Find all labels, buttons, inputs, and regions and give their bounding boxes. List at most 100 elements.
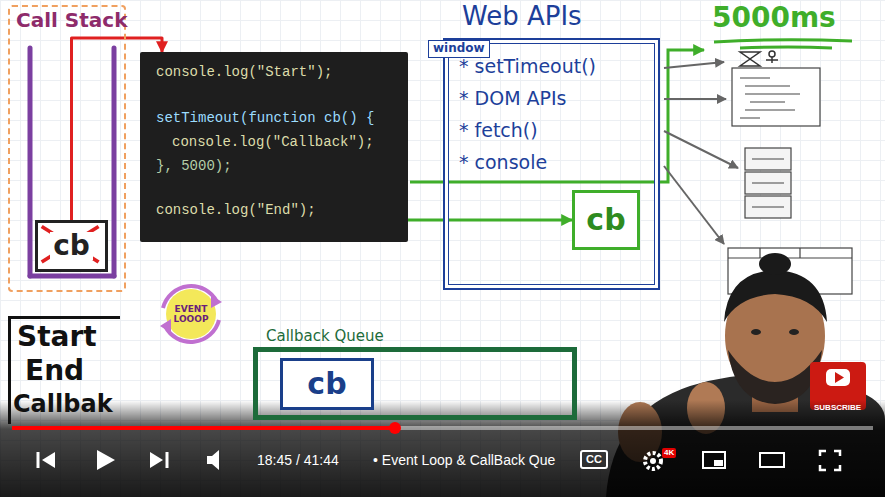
register-arrow xyxy=(408,219,572,222)
timer-duration: 5000ms xyxy=(712,2,836,34)
api-item: * DOM APIs xyxy=(459,88,567,110)
output-line-slot: Callbak xyxy=(13,391,113,419)
frame-label: cb xyxy=(50,232,93,260)
theater-icon xyxy=(760,453,784,467)
code-line-slot: console.log("End"); xyxy=(156,200,316,218)
underline-stroke xyxy=(714,40,852,42)
scribble xyxy=(740,78,800,118)
event-loop-circle: EVENT LOOOP xyxy=(155,278,227,350)
hair-bun xyxy=(759,253,791,275)
stack-frame: cb xyxy=(35,220,108,272)
code-line-slot: console.log("Start"); xyxy=(156,62,332,80)
underline-stroke xyxy=(740,47,832,48)
api-leaders xyxy=(664,62,738,244)
api-item-slot: * DOM APIs xyxy=(459,88,567,110)
server-sketch xyxy=(745,148,791,218)
chapter-title: • Event Loop & CallBack Que xyxy=(373,452,555,468)
api-item: * console xyxy=(459,152,547,174)
api-item: * setTimeout() xyxy=(459,56,596,78)
code-line-slot: setTimeout(function cb() { xyxy=(156,108,374,126)
progress-played xyxy=(12,426,395,430)
prev-icon xyxy=(42,452,55,468)
strike-line xyxy=(42,227,99,262)
queue-title-slot: Callback Queue xyxy=(266,327,384,345)
output-line: Callbak xyxy=(13,391,113,419)
code-page-sketch xyxy=(732,68,820,126)
play-icon xyxy=(97,450,115,470)
subscribe-label: SUBSCRIBE xyxy=(814,403,861,412)
callback-label-slot: cb xyxy=(575,193,637,247)
timer-figure xyxy=(740,51,778,66)
control-shade xyxy=(0,400,885,497)
api-item-slot: * console xyxy=(459,152,547,174)
stack-floor xyxy=(30,274,114,279)
prev-icon xyxy=(37,452,40,468)
captions-button: CC xyxy=(580,450,608,469)
queued-callback-box: cb xyxy=(280,358,374,410)
callback-label-slot: cb xyxy=(283,361,371,407)
loop-disc xyxy=(166,289,216,339)
hair xyxy=(724,270,827,322)
code-line: console.log("End"); xyxy=(156,202,316,218)
video-time: 18:45 / 41:44 xyxy=(257,452,339,468)
code-line-slot: }, 5000); xyxy=(156,156,232,174)
output-line-slot: End xyxy=(25,355,84,387)
page xyxy=(732,68,820,126)
api-item-slot: * setTimeout() xyxy=(459,56,596,78)
next-icon xyxy=(150,452,163,468)
hourglass xyxy=(740,52,760,66)
loop-label: EVENT LOOOP xyxy=(169,304,213,325)
volume-icon xyxy=(207,450,219,470)
fullscreen-icon xyxy=(820,451,840,470)
video-time-slot: 18:45 / 41:44 xyxy=(257,451,339,469)
chapter-title-slot: • Event Loop & CallBack Que xyxy=(373,451,555,469)
output-line: Start xyxy=(17,321,97,353)
callback-label: cb xyxy=(586,203,625,238)
settings-icon xyxy=(645,453,661,469)
eye xyxy=(789,329,799,335)
code-line: setTimeout(function cb() { xyxy=(156,110,374,126)
yt-play xyxy=(835,372,844,383)
call-stack-region: Call Stack cb xyxy=(8,5,126,292)
miniplayer-icon xyxy=(714,460,723,466)
box-title: Web APIs xyxy=(462,2,582,32)
eye xyxy=(751,329,761,335)
leader-line xyxy=(664,62,724,68)
stack-title-slot: Call Stack xyxy=(16,9,127,32)
quality-badge: 4K xyxy=(662,448,676,458)
loop-label-slot: EVENT LOOOP xyxy=(155,278,227,350)
progress-track xyxy=(12,426,873,430)
server-slots xyxy=(752,159,784,207)
captions-button-slot: CC xyxy=(580,449,608,469)
tab-label: window xyxy=(428,40,490,58)
api-item: * fetch() xyxy=(459,120,538,142)
loop-head xyxy=(160,319,171,333)
code-line-slot: console.log("Callback"); xyxy=(172,132,374,150)
figure-head xyxy=(769,51,775,57)
stack-wall xyxy=(112,48,117,276)
stack-wall xyxy=(28,48,33,276)
tab-label-slot: window xyxy=(428,38,490,58)
queue-title: Callback Queue xyxy=(266,328,384,345)
leader-line xyxy=(664,131,738,168)
yt-logo xyxy=(826,369,850,386)
strike-line xyxy=(42,227,99,262)
next-icon xyxy=(166,452,169,468)
callback-queue-box: Callback Queuecb xyxy=(253,347,577,420)
console-output: StartEndCallbak xyxy=(8,316,120,424)
api-item-slot: * fetch() xyxy=(459,120,538,142)
code-line: }, 5000); xyxy=(156,158,232,174)
tab-bar xyxy=(728,248,852,258)
miniplayer-icon xyxy=(703,452,725,468)
code-line: console.log("Start"); xyxy=(156,64,332,80)
loop-head xyxy=(211,295,222,308)
beard xyxy=(728,350,822,404)
code-line: console.log("Callback"); xyxy=(172,134,374,150)
box-title-slot: Web APIs xyxy=(462,2,582,32)
leader-line xyxy=(664,166,724,244)
web-apis-box: Web APIswindow* setTimeout()* DOM APIs* … xyxy=(443,38,660,290)
callback-label: cb xyxy=(307,367,346,402)
settings-icon xyxy=(650,458,656,464)
timer-callback-box: cb xyxy=(572,190,640,250)
